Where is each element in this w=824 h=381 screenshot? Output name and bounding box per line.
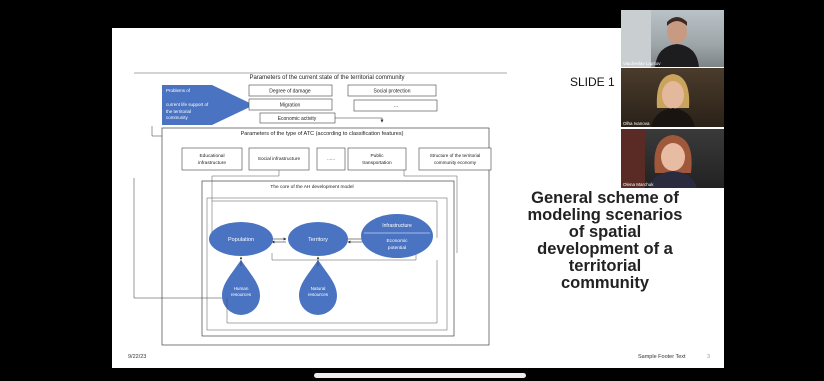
degree-of-damage-box <box>248 84 333 97</box>
footer-date: 9/22/23 <box>128 354 147 360</box>
natural-resources-line-1: Natural <box>311 286 326 291</box>
infrastructure-economic-node <box>361 214 433 258</box>
participant-avatar-1 <box>621 10 699 67</box>
participant-tile-3[interactable]: Olena Marchuk <box>621 129 724 188</box>
human-resources-line-1: Human <box>234 286 249 291</box>
dashes-label: ...... <box>327 157 335 162</box>
social-protection-label: Social protection <box>374 89 411 95</box>
population-node <box>209 222 273 256</box>
economic-potential-line-1: Economic <box>386 238 408 244</box>
scheme-diagram: Parameters of the current state of the t… <box>133 72 507 346</box>
educational-line-1: Educational <box>199 153 224 159</box>
slide-number-label: SLIDE 1 <box>570 75 615 89</box>
structure-economy-line-1: Structure of the territorial <box>430 153 481 158</box>
human-resources-node <box>222 260 260 315</box>
problems-line-2: current life support of <box>166 102 209 107</box>
public-transport-line-1: Public <box>370 153 384 159</box>
ellipsis-label: ... <box>394 103 398 109</box>
migration-label: Migration <box>280 103 301 109</box>
economic-activity-label: Economic activity <box>278 116 317 122</box>
territory-label: Territory <box>308 237 328 243</box>
diagram-top-title: Parameters of the current state of the t… <box>249 75 404 81</box>
economic-potential-line-2: potential <box>388 245 406 251</box>
natural-resources-line-2: resources <box>308 292 329 297</box>
core-model-frame <box>201 180 455 337</box>
participant-name-2: Olha Ivanova <box>623 121 650 126</box>
title-line-6: community <box>560 274 649 292</box>
footer-text: Sample Footer Text <box>638 354 686 360</box>
title-line-4: development of a <box>537 240 673 258</box>
footer-page-number: 3 <box>707 354 711 360</box>
human-resources-line-2: resources <box>231 292 252 297</box>
participant-name-3: Olena Marchuk <box>623 182 654 187</box>
ellipsis-box <box>353 99 438 112</box>
participant-name-1: Viacheslav Lapitov <box>623 61 661 66</box>
title-line-2: modeling scenarios <box>527 206 683 224</box>
degree-of-damage-label: Degree of damage <box>269 89 311 95</box>
problems-line-1: Problems of <box>166 88 191 93</box>
home-indicator-bar[interactable] <box>314 373 526 378</box>
structure-economy-box <box>418 147 492 171</box>
problems-line-3: the territorial <box>166 109 191 114</box>
social-protection-box <box>347 84 437 97</box>
public-transport-box <box>347 147 407 171</box>
title-line-3: of spatial <box>568 223 642 241</box>
slide-title: General scheme of modeling scenarios of … <box>520 190 690 292</box>
participant-avatar-2 <box>651 74 695 127</box>
public-transport-line-2: transportation <box>362 160 392 166</box>
social-infrastructure-label: Social infrastructure <box>258 156 301 162</box>
atc-title: Parameters of the type of ATC (according… <box>241 131 404 137</box>
participant-avatar-3 <box>621 129 697 188</box>
structure-economy-line-2: community economy <box>434 160 477 165</box>
core-title: The core of the AH development model <box>270 184 353 190</box>
territory-node <box>288 222 348 256</box>
problems-line-4: community <box>166 115 189 120</box>
title-line-5: territorial <box>568 257 642 275</box>
dashes-box <box>316 147 346 171</box>
participant-tile-2[interactable]: Olha Ivanova <box>621 68 724 127</box>
educational-line-2: infrastructure <box>198 160 226 166</box>
title-line-1: General scheme of <box>531 189 679 207</box>
participant-tile-1[interactable]: Viacheslav Lapitov <box>621 10 724 67</box>
educational-box <box>181 147 243 171</box>
natural-resources-node <box>299 260 337 315</box>
population-label: Population <box>228 237 254 243</box>
atc-parameters-frame <box>161 127 490 346</box>
problems-arrow-shape <box>162 85 254 125</box>
migration-box <box>248 98 333 111</box>
infrastructure-label: Infrastructure <box>382 223 412 229</box>
